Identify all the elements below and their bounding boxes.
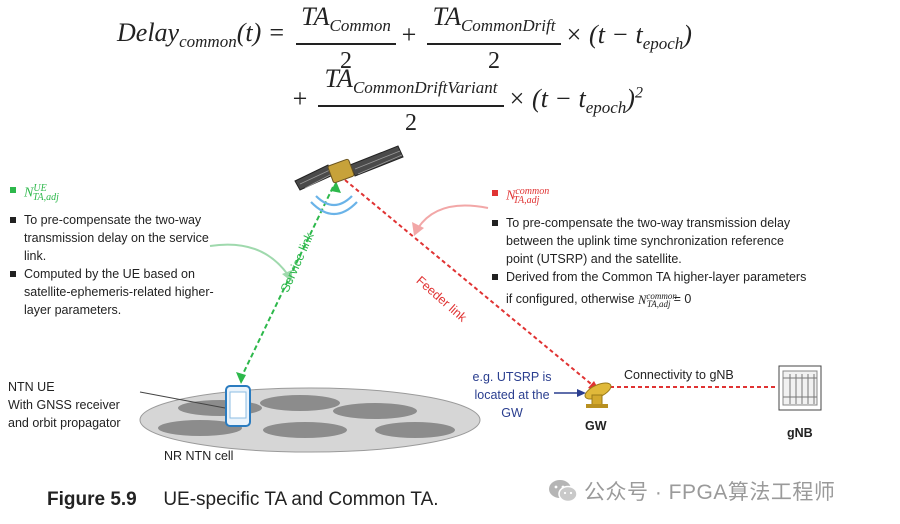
gnb-label: gNB — [787, 426, 813, 440]
cell-label: NR NTN cell — [164, 449, 234, 463]
utsrp-label: e.g. UTSRP is located at the GW — [472, 370, 552, 420]
plus-sign: + — [291, 84, 309, 113]
utsrp-pointer-head — [577, 389, 586, 397]
lhs-subscript: common — [179, 32, 237, 51]
time-factor-2-close: ) — [626, 84, 635, 113]
lhs-argument: (t) = — [236, 18, 286, 47]
right-note-pointer — [417, 204, 489, 229]
watermark-text: 公众号 · FPGA算法工程师 — [584, 481, 836, 504]
right-note: NcommonTA,adj To pre-compensate the two-… — [492, 183, 812, 313]
time-factor-2: × (t − tepoch)2 — [508, 84, 643, 118]
service-link — [236, 181, 341, 384]
common-ta-adj-symbol: NcommonTA,adj — [506, 186, 550, 207]
term1-denominator: 2 — [340, 47, 352, 74]
gnb-icon — [778, 365, 822, 411]
bullet-marker — [492, 190, 498, 196]
gateway-dish-icon — [584, 382, 612, 408]
equation-lhs: Delaycommon(t) = — [117, 18, 285, 52]
right-note-pointer-head — [412, 222, 424, 236]
term2-numerator: TA — [432, 2, 461, 31]
figure-number: Figure 5.9 — [47, 489, 137, 510]
bullet-marker — [492, 220, 498, 227]
time-factor-2-subscript: epoch — [585, 98, 627, 117]
left-note-pointer — [209, 243, 289, 276]
common-ta-adj-inline-symbol: NcommonTA,adj — [638, 290, 677, 310]
right-note-bullet: To pre-compensate the two-way transmissi… — [506, 216, 791, 267]
lhs-symbol: Delay — [117, 18, 180, 47]
equation: Delaycommon(t) = TACommon 2 + TACommonDr… — [0, 0, 900, 140]
watermark: 公众号 · FPGA算法工程师 — [548, 476, 835, 506]
ntn-ue-label: NTN UE With GNSS receiver and orbit prop… — [8, 380, 121, 430]
time-factor-1: × (t − tepoch) — [565, 20, 692, 54]
fraction-bar — [318, 105, 504, 107]
fraction-bar — [427, 43, 561, 45]
ue-pointer-line — [139, 391, 226, 409]
left-note-pointer-head — [282, 270, 292, 282]
time-factor-1-text: × (t − t — [565, 20, 643, 49]
left-note-bullet: To pre-compensate the two-way transmissi… — [24, 213, 209, 264]
term1-numerator: TA — [301, 2, 330, 31]
bullet-marker — [10, 217, 16, 224]
bullet-marker — [492, 274, 498, 281]
left-note: NUETA,adj To pre-compensate the two-way … — [10, 180, 220, 319]
plus-sign: + — [400, 20, 418, 49]
beam-arcs-icon — [310, 195, 358, 216]
wechat-logo-icon — [549, 480, 578, 503]
figure-title: UE-specific TA and Common TA. — [163, 489, 439, 510]
connectivity-label: Connectivity to gNB — [624, 368, 734, 382]
exponent: 2 — [634, 84, 643, 102]
bullet-marker — [10, 187, 16, 193]
left-note-bullet: Computed by the UE based on satellite-ep… — [24, 267, 214, 318]
term2-subscript: CommonDrift — [460, 16, 556, 35]
term3-denominator: 2 — [405, 109, 417, 136]
satellite-icon — [294, 145, 404, 191]
time-factor-1-subscript: epoch — [642, 34, 684, 53]
bullet-marker — [10, 271, 16, 278]
time-factor-2-text: × (t − t — [508, 84, 586, 113]
time-factor-1-close: ) — [683, 20, 692, 49]
fraction-common: TACommon 2 — [296, 2, 396, 75]
right-note-bullet-2: Derived from the Common TA higher-layer … — [506, 270, 807, 310]
ue-ta-adj-symbol: NUETA,adj — [24, 183, 59, 204]
term2-denominator: 2 — [488, 47, 500, 74]
term1-subscript: Common — [329, 16, 391, 35]
term3-numerator: TA — [324, 64, 353, 93]
figure-caption: Figure 5.9 UE-specific TA and Common TA. — [47, 489, 439, 511]
ue-phone-icon — [225, 385, 251, 427]
gw-label: GW — [585, 419, 607, 433]
fraction-commondrift: TACommonDrift 2 — [427, 2, 561, 75]
fraction-bar — [296, 43, 396, 45]
fraction-commondriftvariant: TACommonDriftVariant 2 — [318, 64, 504, 137]
term3-subscript: CommonDriftVariant — [352, 78, 498, 97]
